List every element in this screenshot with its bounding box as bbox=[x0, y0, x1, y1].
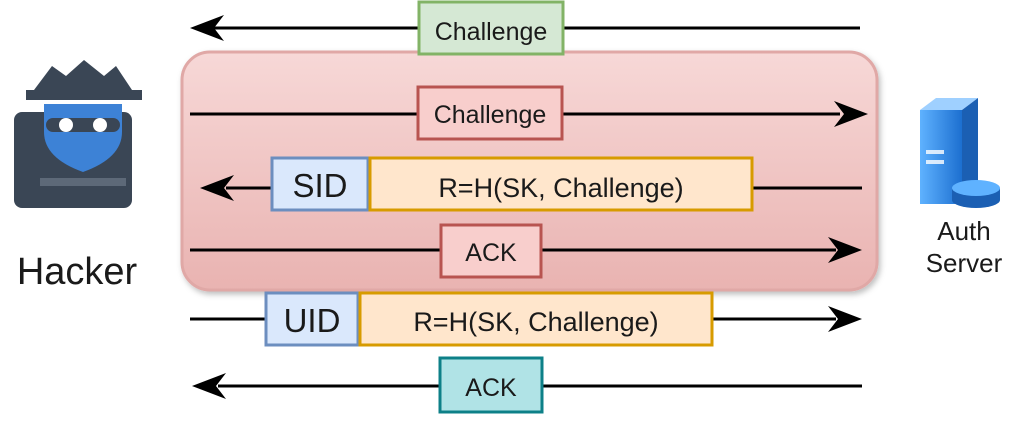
svg-text:ACK: ACK bbox=[465, 374, 517, 402]
svg-text:R=H(SK, Challenge): R=H(SK, Challenge) bbox=[438, 173, 683, 203]
server-database-icon bbox=[920, 98, 1000, 208]
message-challenge-relay: Challenge bbox=[190, 85, 868, 141]
message-ack-from-server: ACK bbox=[192, 356, 862, 414]
server-label-line1: Auth bbox=[937, 216, 991, 246]
message-ack-relay: ACK bbox=[190, 223, 862, 279]
svg-text:UID: UID bbox=[284, 302, 341, 339]
svg-text:ACK: ACK bbox=[465, 239, 517, 267]
server-label-line2: Server bbox=[926, 248, 1003, 278]
svg-text:SID: SID bbox=[292, 167, 347, 204]
svg-text:Challenge: Challenge bbox=[434, 101, 547, 129]
hacker-label: Hacker bbox=[17, 251, 138, 293]
svg-text:Challenge: Challenge bbox=[435, 18, 548, 46]
message-challenge-from-server: Challenge bbox=[190, 0, 860, 56]
message-sid-response: SID R=H(SK, Challenge) bbox=[200, 156, 862, 212]
hacker-spy-icon bbox=[14, 60, 142, 208]
message-uid-response: UID R=H(SK, Challenge) bbox=[190, 291, 862, 347]
svg-text:R=H(SK, Challenge): R=H(SK, Challenge) bbox=[413, 307, 658, 337]
